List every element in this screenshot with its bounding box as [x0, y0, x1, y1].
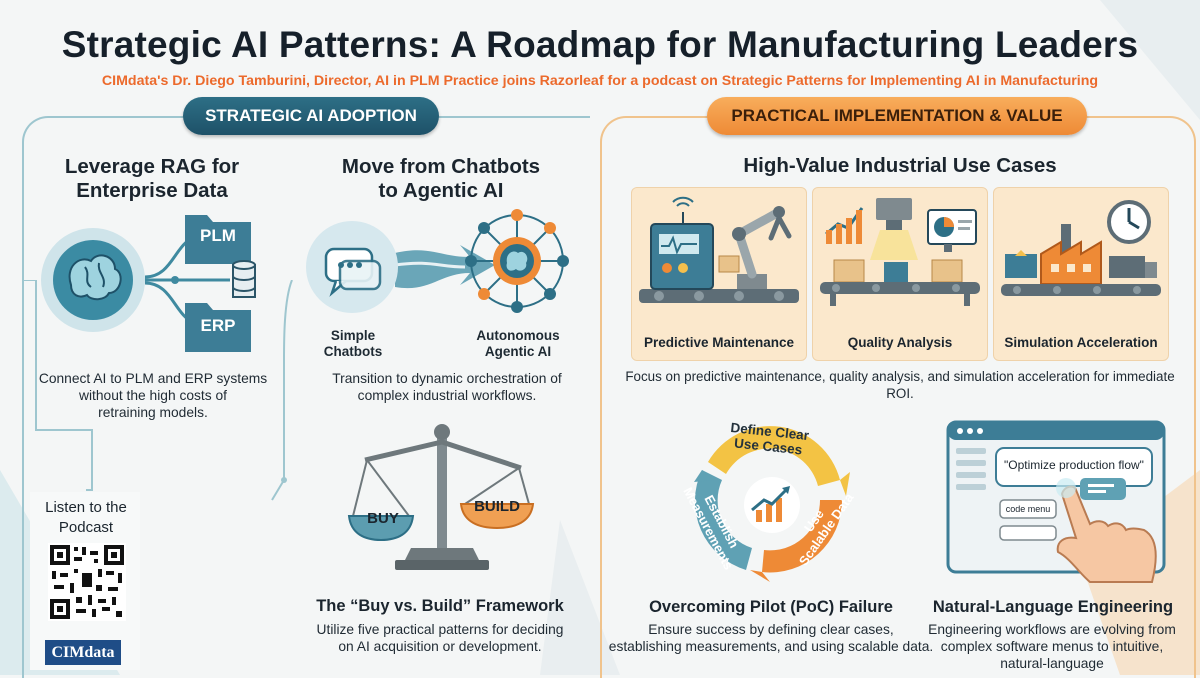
agentic-desc-line2: complex industrial workflows. [357, 388, 537, 403]
agentic-heading-line2: to Agentic AI [378, 179, 504, 202]
conveyor-inspection-icon [820, 198, 980, 306]
agentic-diagram [306, 209, 569, 313]
listen-line2: Podcast [58, 519, 114, 536]
buy-build-heading: The “Buy vs. Build” Framework [316, 597, 564, 615]
nle-desc-line2: complex software menus to intuitive, [940, 639, 1164, 654]
pilot-desc-line1: Ensure success by defining clear cases, [648, 622, 894, 637]
use-cases-description: Focus on predictive maintenance, quality… [625, 369, 1175, 401]
simple-chatbots-label: Simple Chatbots [308, 328, 398, 360]
nle-window-illustration [946, 420, 1166, 583]
simple-line2: Chatbots [323, 344, 383, 359]
rag-heading-line2: Enterprise Data [76, 179, 228, 202]
rag-desc-line3: retraining models. [98, 405, 208, 420]
quality-label: Quality Analysis [847, 335, 953, 350]
practical-implementation-pill: PRACTICAL IMPLEMENTATION & VALUE [707, 97, 1087, 135]
rag-desc-line1: Connect AI to PLM and ERP systems [38, 371, 268, 386]
circuit-lines [22, 280, 293, 501]
buy-label: BUY [367, 510, 399, 527]
auto-line2: Agentic AI [484, 344, 552, 359]
predictive-label: Predictive Maintenance [643, 335, 795, 350]
use-case-card-simulation[interactable]: Simulation Acceleration [993, 187, 1169, 361]
nle-heading: Natural-Language Engineering [932, 598, 1174, 616]
chat-bubble-icon [306, 221, 398, 313]
database-icon [232, 260, 256, 298]
simulation-label: Simulation Acceleration [1004, 335, 1158, 350]
agentic-heading-line1: Move from Chatbots [341, 155, 541, 178]
pilot-cycle-diagram [694, 426, 850, 582]
page-title: Strategic AI Patterns: A Roadmap for Man… [61, 24, 1139, 65]
use-cases-heading: High-Value Industrial Use Cases [743, 154, 1057, 177]
erp-label: ERP [200, 316, 236, 335]
robot-arm-machine-icon [639, 196, 799, 303]
buy-build-desc-line1: Utilize five practical patterns for deci… [316, 622, 564, 637]
erp-folder-icon [185, 303, 251, 352]
listen-line1: Listen to the [45, 499, 127, 516]
rag-description: Connect AI to PLM and ERP systems withou… [28, 370, 278, 421]
rag-desc-line2: without the high costs of [78, 388, 228, 403]
pilot-desc-line2: establishing measurements, and using sca… [608, 639, 934, 654]
factory-clock-icon [1001, 200, 1161, 296]
pilot-description: Ensure success by defining clear cases, … [604, 621, 938, 655]
plm-folder-icon [185, 215, 251, 264]
nle-description: Engineering workflows are evolving from … [912, 621, 1192, 672]
nle-desc-line3: natural-language [1000, 656, 1104, 671]
growth-chart-icon [751, 486, 790, 522]
rag-heading-line1: Leverage RAG for [64, 155, 240, 178]
plm-label: PLM [200, 226, 236, 245]
use-case-card-quality[interactable]: Quality Analysis [812, 187, 988, 361]
simple-line1: Simple [330, 328, 376, 343]
brain-icon [41, 228, 145, 332]
agentic-description: Transition to dynamic orchestration of c… [312, 370, 582, 404]
cimdata-logo[interactable]: CIMdata [45, 640, 121, 665]
buy-build-description: Utilize five practical patterns for deci… [300, 621, 580, 655]
pilot-heading: Overcoming Pilot (PoC) Failure [649, 598, 893, 616]
rag-diagram [41, 215, 256, 352]
balance-scale-icon [347, 424, 535, 570]
buy-build-desc-line2: on AI acquisition or development. [338, 639, 542, 654]
autonomous-agentic-label: Autonomous Agentic AI [458, 328, 578, 360]
strategic-adoption-pill: STRATEGIC AI ADOPTION [183, 97, 439, 135]
nle-prompt-text: "Optimize production flow" [1004, 458, 1144, 472]
rag-heading: Leverage RAG for Enterprise Data [32, 155, 272, 203]
agentic-heading: Move from Chatbots to Agentic AI [316, 155, 566, 203]
pointing-hand-icon [1056, 478, 1157, 583]
build-label: BUILD [474, 498, 520, 515]
agentic-desc-line1: Transition to dynamic orchestration of [332, 371, 562, 386]
use-case-card-predictive[interactable]: Predictive Maintenance [631, 187, 807, 361]
auto-line1: Autonomous [476, 328, 560, 343]
page-subtitle: CIMdata's Dr. Diego Tamburini, Director,… [101, 73, 1099, 89]
qr-code[interactable] [48, 543, 126, 621]
nle-desc-line1: Engineering workflows are evolving from [928, 622, 1176, 637]
agent-network-icon [465, 209, 569, 313]
nle-menu-label: code menu [1005, 504, 1051, 514]
listen-podcast-text: Listen to the Podcast [30, 498, 142, 538]
